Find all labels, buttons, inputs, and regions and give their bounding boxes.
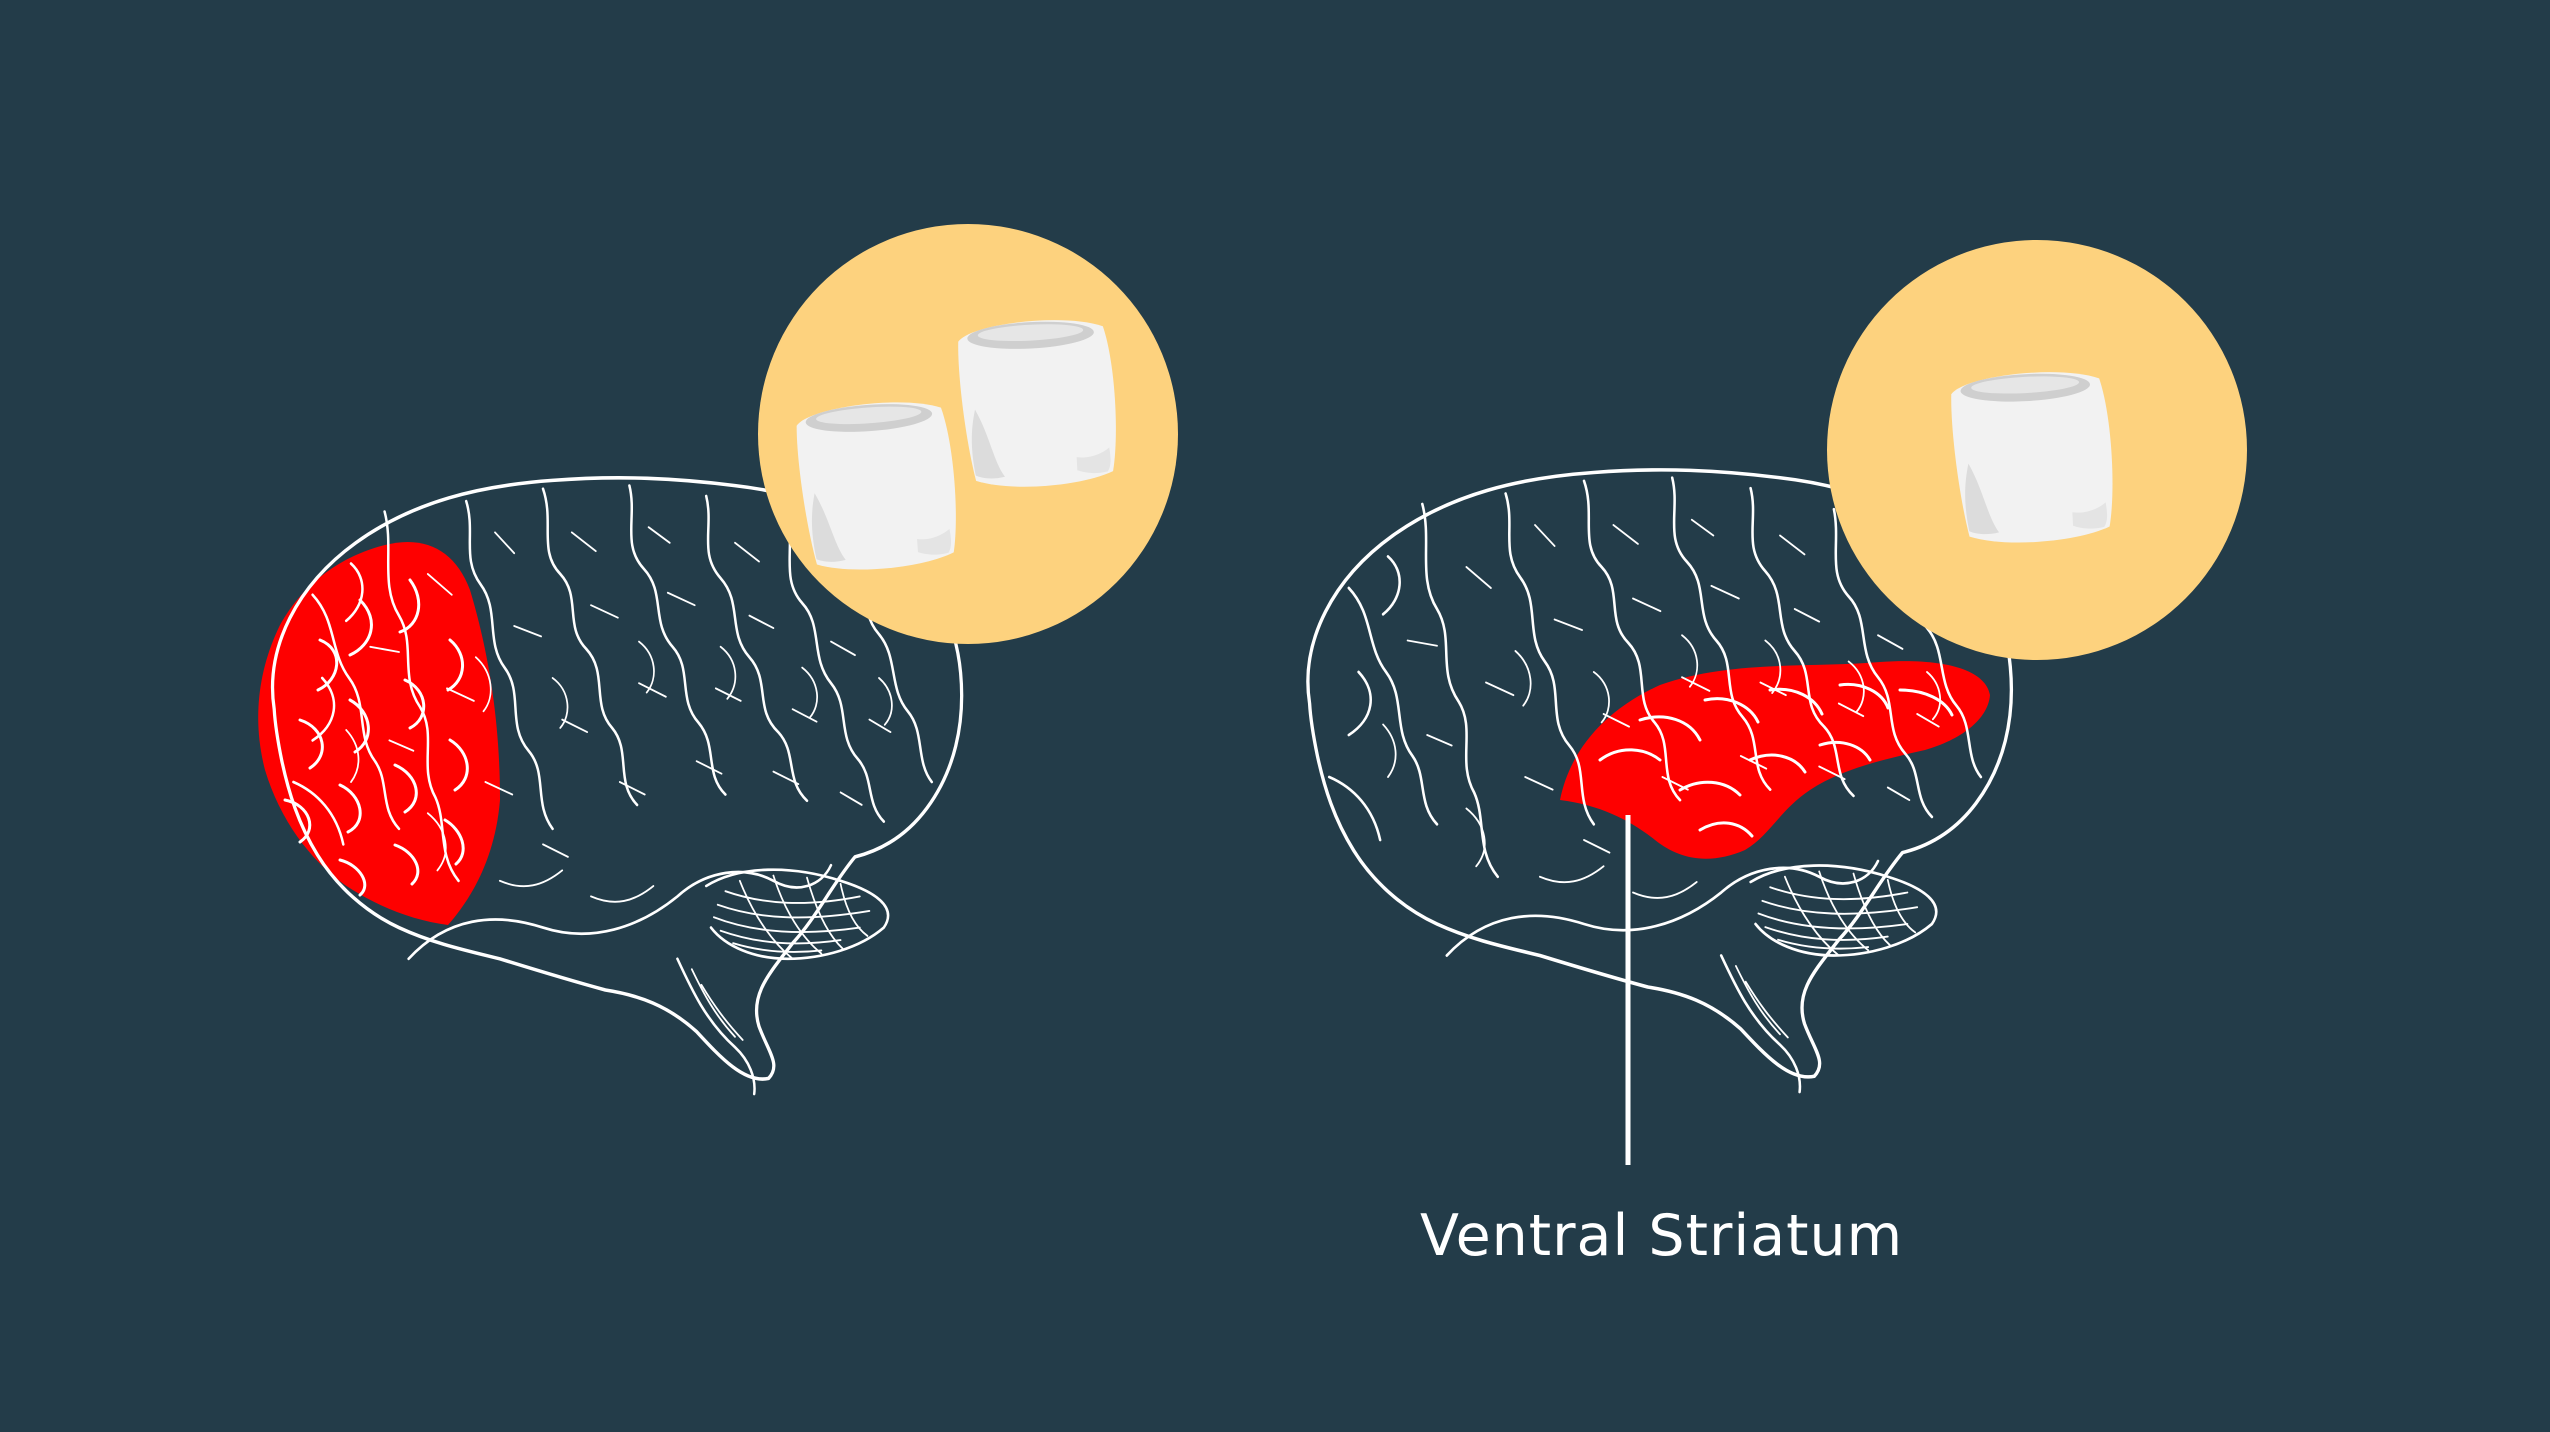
marshmallow-icon: [1949, 368, 2116, 547]
right-brain-panel: [1306, 240, 2247, 1165]
prefrontal-gyri: [283, 578, 469, 897]
marshmallow-icon: [956, 316, 1120, 491]
striatum-gyri: [1598, 682, 1954, 838]
marshmallow-icon: [794, 398, 961, 574]
ventral-striatum-highlight: [1560, 661, 1990, 859]
ventral-striatum-label: Ventral Striatum: [1420, 1203, 1904, 1269]
left-brain-panel: [258, 224, 1178, 1096]
prefrontal-highlight: [258, 542, 500, 925]
